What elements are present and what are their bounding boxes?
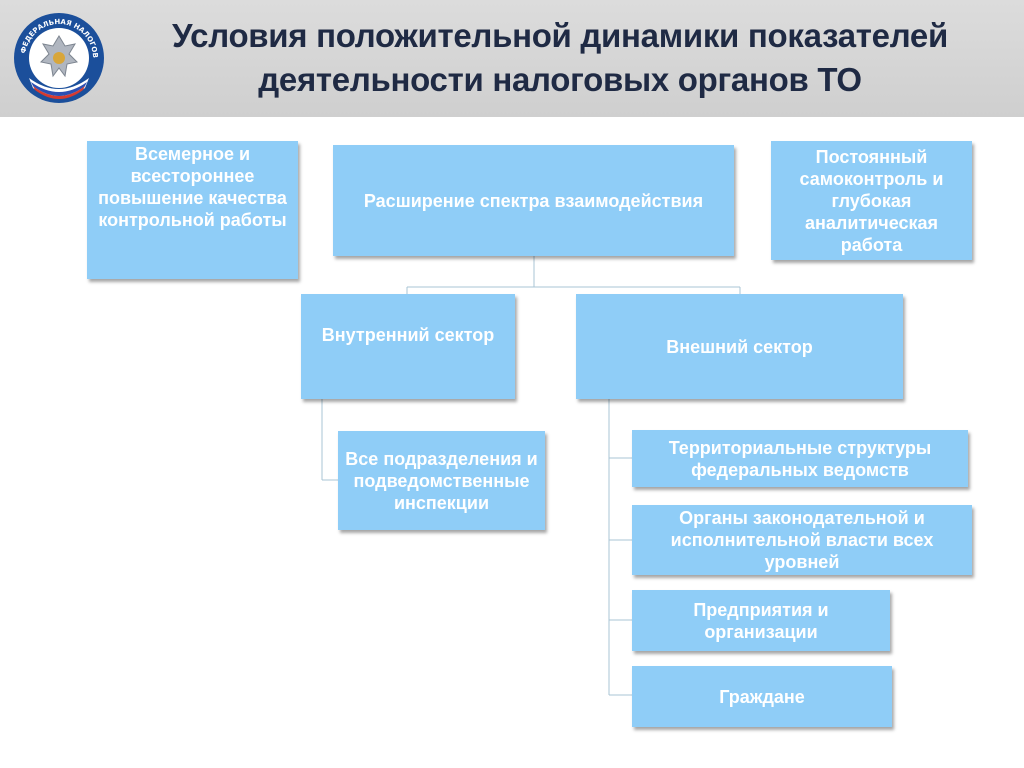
title-line-2: деятельности налоговых органов ТО (258, 61, 862, 98)
box-quality-control: Всемерное и всестороннее повышение качес… (87, 141, 298, 279)
page-title: Условия положительной динамики показател… (120, 14, 1000, 102)
box-subdivisions: Все подразделения и подведомственные инс… (338, 431, 545, 530)
box-enterprises: Предприятия и организации (632, 590, 890, 651)
box-citizens: Граждане (632, 666, 892, 727)
box-government-bodies: Органы законодательной и исполнительной … (632, 505, 972, 575)
header-bar: ФЕДЕРАЛЬНАЯ НАЛОГОВАЯ СЛУЖБА Условия пол… (0, 0, 1024, 117)
box-federal-structures: Территориальные структуры федеральных ве… (632, 430, 968, 487)
title-line-1: Условия положительной динамики показател… (172, 17, 948, 54)
fns-emblem-icon: ФЕДЕРАЛЬНАЯ НАЛОГОВАЯ СЛУЖБА (13, 12, 104, 103)
box-internal-sector: Внутренний сектор (301, 294, 515, 399)
box-interaction: Расширение спектра взаимодействия (333, 145, 734, 256)
box-external-sector: Внешний сектор (576, 294, 903, 399)
box-self-control: Постоянный самоконтроль и глубокая анали… (771, 141, 972, 260)
